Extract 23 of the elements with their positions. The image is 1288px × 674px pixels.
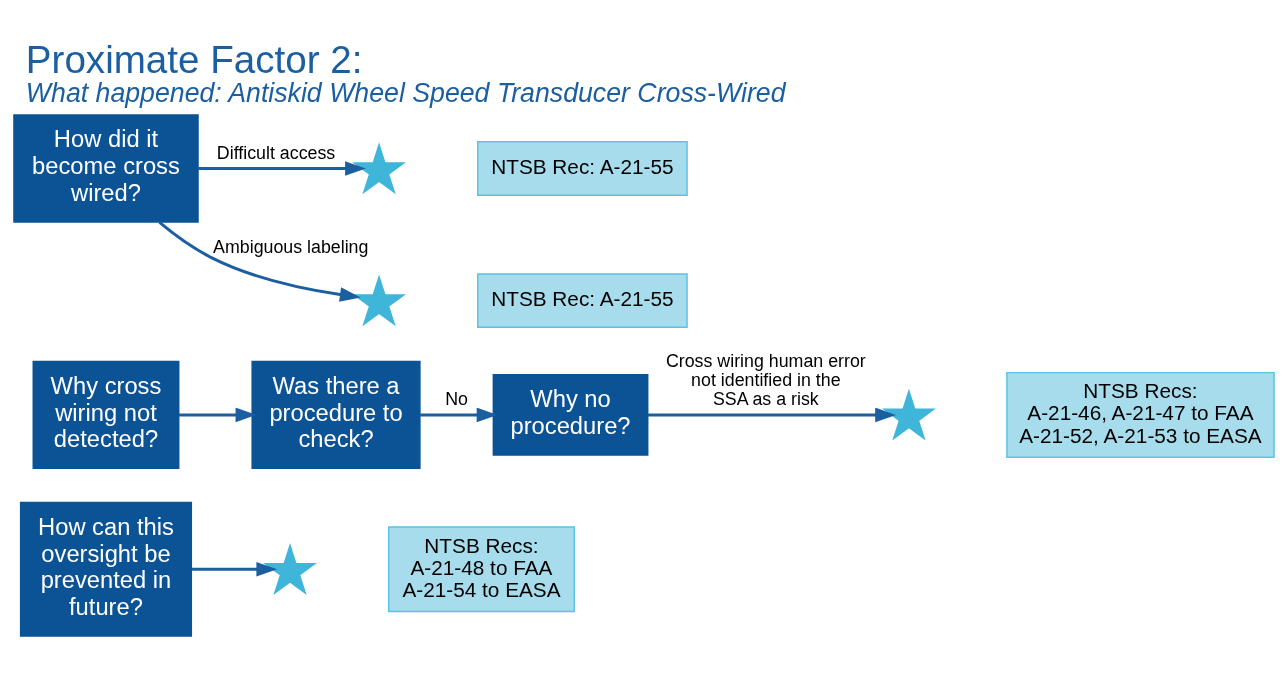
- arrow: [178, 407, 257, 423]
- node-star: [352, 274, 407, 327]
- node-star: [352, 142, 407, 195]
- node-box: How did it become cross wired?: [13, 114, 199, 223]
- arrow: [158, 221, 361, 302]
- arrow: [647, 407, 896, 423]
- arrow: [198, 161, 366, 176]
- node-box: Why no procedure?: [492, 374, 649, 456]
- edge-label: No: [445, 389, 468, 410]
- node-box: How can this oversight be prevented in future?: [19, 501, 193, 637]
- node-star: [881, 388, 936, 441]
- node-box: Was there a procedure to check?: [251, 360, 421, 470]
- node-box: NTSB Rec: A-21-55: [477, 141, 688, 196]
- node-box: NTSB Recs: A-21-48 to FAA A-21-54 to EASA: [388, 526, 575, 613]
- edge-label: Cross wiring human error not identified in the SSA as a risk: [665, 350, 866, 410]
- node-box: Why cross wiring not detected?: [32, 360, 180, 470]
- edge-label: Ambiguous labeling: [213, 236, 369, 257]
- arrow: [420, 407, 498, 423]
- node-box: NTSB Rec: A-21-55: [477, 273, 688, 329]
- edge-label: Difficult access: [216, 143, 336, 164]
- arrow: [191, 562, 278, 577]
- node-star: [263, 543, 317, 595]
- node-box: NTSB Recs: A-21-46, A-21-47 to FAA A-21-52, A-21-53 to EASA: [1006, 371, 1275, 458]
